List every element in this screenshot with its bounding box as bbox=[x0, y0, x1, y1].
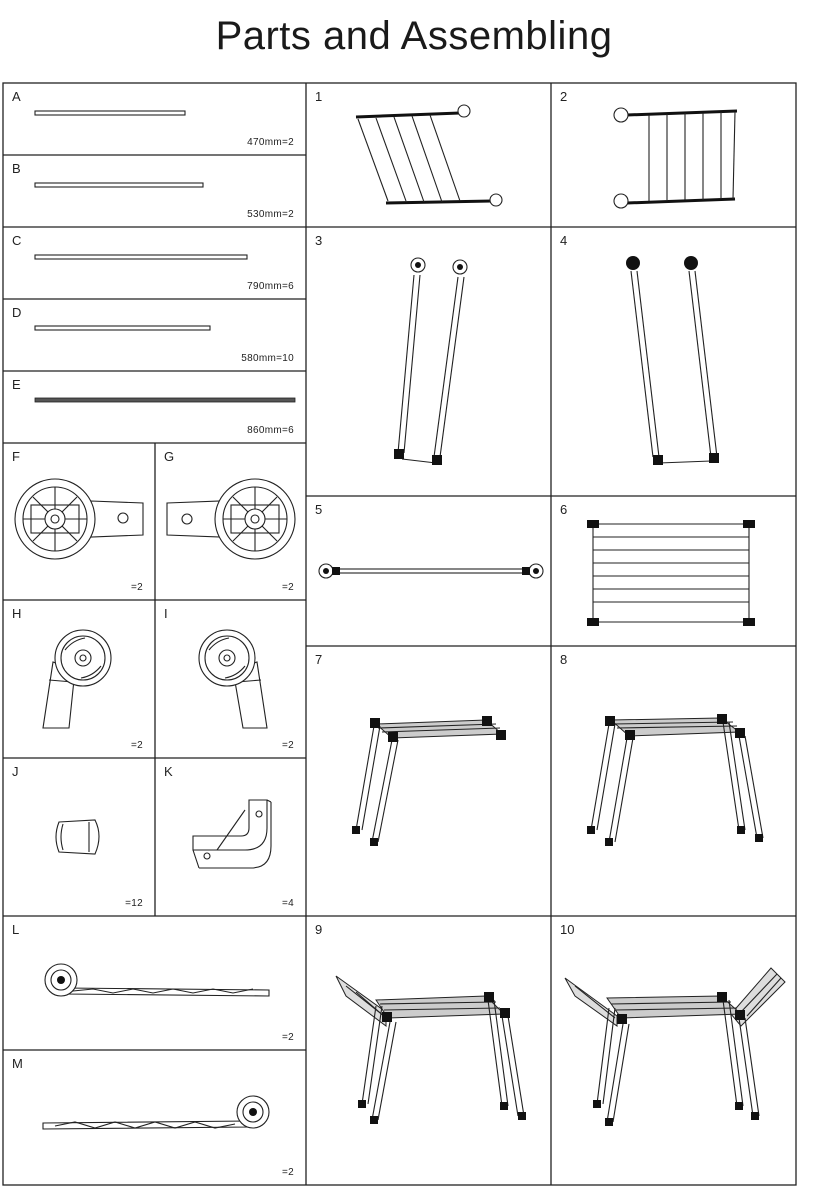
part-e-qty: 860mm=6 bbox=[247, 425, 294, 436]
part-j-label: J bbox=[12, 764, 19, 779]
step-7-cell: 7 bbox=[306, 646, 551, 916]
part-h-qty: =2 bbox=[130, 740, 143, 751]
part-h-label: H bbox=[12, 606, 22, 621]
step-7-diagram bbox=[352, 716, 506, 846]
part-i-label: I bbox=[164, 606, 168, 621]
step-3-cell: 3 bbox=[306, 227, 551, 496]
part-c-qty: 790mm=6 bbox=[247, 281, 294, 292]
part-m-arm-icon bbox=[42, 1095, 270, 1130]
part-j-cap-icon bbox=[55, 819, 100, 855]
part-k-corner-icon bbox=[192, 799, 272, 869]
step-5-diagram bbox=[318, 563, 544, 579]
part-i-qty: =2 bbox=[281, 740, 294, 751]
step-1-cell: 1 bbox=[306, 83, 551, 227]
part-f-label: F bbox=[12, 449, 20, 464]
part-a-qty: 470mm=2 bbox=[247, 137, 294, 148]
part-b-label: B bbox=[12, 161, 21, 176]
part-l-arm-icon bbox=[44, 963, 270, 997]
step-3-label: 3 bbox=[315, 233, 323, 248]
step-10-diagram bbox=[564, 967, 786, 1126]
step-2-diagram bbox=[613, 107, 738, 209]
step-9-cell: 9 bbox=[306, 916, 551, 1185]
part-e-cell: E 860mm=6 bbox=[3, 371, 306, 443]
step-8-cell: 8 bbox=[551, 646, 796, 916]
step-8-label: 8 bbox=[560, 652, 568, 667]
part-g-qty: =2 bbox=[281, 582, 294, 593]
part-m-qty: =2 bbox=[281, 1167, 294, 1178]
part-d-tube-icon bbox=[34, 325, 211, 331]
part-i-joint-icon bbox=[198, 629, 268, 729]
step-7-label: 7 bbox=[315, 652, 323, 667]
part-e-rod-icon bbox=[34, 397, 296, 403]
step-6-diagram bbox=[587, 520, 755, 626]
page-title: Parts and Assembling bbox=[215, 14, 613, 58]
step-2-label: 2 bbox=[560, 89, 568, 104]
step-5-cell: 5 bbox=[306, 496, 551, 646]
part-g-label: G bbox=[164, 449, 175, 464]
part-a-label: A bbox=[12, 89, 21, 104]
part-g-hinge-icon bbox=[166, 478, 296, 560]
step-6-cell: 6 bbox=[551, 496, 796, 646]
step-10-cell: 10 bbox=[551, 916, 796, 1185]
step-5-label: 5 bbox=[315, 502, 323, 517]
part-b-cell: B 530mm=2 bbox=[3, 155, 306, 227]
part-e-label: E bbox=[12, 377, 21, 392]
part-b-tube-icon bbox=[34, 182, 204, 188]
step-10-label: 10 bbox=[560, 922, 575, 937]
part-d-label: D bbox=[12, 305, 22, 320]
part-m-label: M bbox=[12, 1056, 23, 1071]
step-9-label: 9 bbox=[315, 922, 323, 937]
part-d-cell: D 580mm=10 bbox=[3, 299, 306, 371]
part-l-qty: =2 bbox=[281, 1032, 294, 1043]
part-c-cell: C 790mm=6 bbox=[3, 227, 306, 299]
step-4-label: 4 bbox=[560, 233, 568, 248]
step-9-diagram bbox=[335, 975, 526, 1124]
part-i-cell: I =2 bbox=[155, 600, 306, 758]
part-f-cell: F =2 bbox=[3, 443, 155, 600]
part-l-cell: L =2 bbox=[3, 916, 306, 1050]
part-j-qty: =12 bbox=[125, 898, 143, 909]
part-k-label: K bbox=[164, 764, 173, 779]
step-2-cell: 2 bbox=[551, 83, 796, 227]
part-k-cell: K =4 bbox=[155, 758, 306, 916]
part-g-cell: G =2 bbox=[155, 443, 306, 600]
part-l-label: L bbox=[12, 922, 20, 937]
part-m-cell: M =2 bbox=[3, 1050, 306, 1185]
step-3-diagram bbox=[394, 257, 468, 465]
part-f-hinge-icon bbox=[14, 478, 144, 560]
part-c-tube-icon bbox=[34, 254, 248, 260]
part-a-tube-icon bbox=[34, 110, 186, 116]
step-4-diagram bbox=[626, 256, 719, 465]
step-1-label: 1 bbox=[315, 89, 323, 104]
step-8-diagram bbox=[587, 714, 764, 846]
part-a-cell: A 470mm=2 bbox=[3, 83, 306, 155]
part-b-qty: 530mm=2 bbox=[247, 209, 294, 220]
step-6-label: 6 bbox=[560, 502, 568, 517]
part-f-qty: =2 bbox=[130, 582, 143, 593]
part-j-cell: J =12 bbox=[3, 758, 155, 916]
part-k-qty: =4 bbox=[281, 898, 294, 909]
step-4-cell: 4 bbox=[551, 227, 796, 496]
step-1-diagram bbox=[355, 104, 503, 207]
part-c-label: C bbox=[12, 233, 22, 248]
part-d-qty: 580mm=10 bbox=[241, 353, 294, 364]
part-h-joint-icon bbox=[42, 629, 112, 729]
part-h-cell: H =2 bbox=[3, 600, 155, 758]
